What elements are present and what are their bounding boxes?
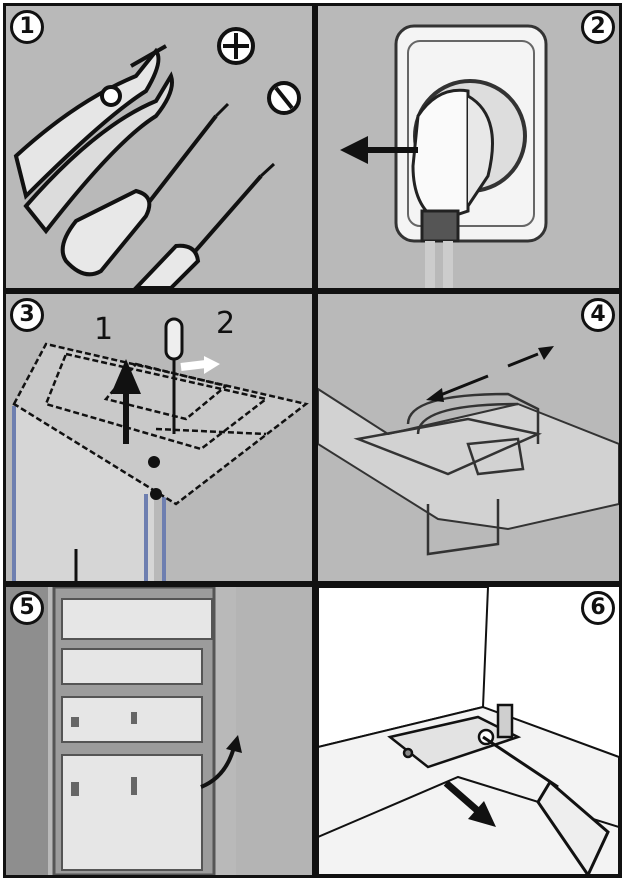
step-number-badge: 1	[10, 10, 44, 44]
step-2-panel: 2	[318, 6, 619, 288]
lift-arrow-icon	[111, 359, 141, 444]
slide-arrow-icon	[180, 356, 220, 374]
pliers-icon	[13, 44, 174, 235]
door-removal-illustration	[6, 587, 312, 875]
flat-screwdriver-icon	[133, 162, 276, 288]
step-3-panel: 3 1 2	[6, 294, 312, 581]
unplug-illustration	[340, 24, 548, 288]
screwdriver-icon	[482, 735, 610, 875]
screwdriver-icon	[164, 317, 184, 434]
phillips-screwdriver-icon	[60, 102, 230, 277]
sequence-label: 2	[216, 306, 236, 341]
step-number-badge: 5	[10, 591, 44, 625]
plug-icon	[411, 88, 494, 288]
step-number-badge: 3	[10, 298, 44, 332]
move-arrows-icon	[426, 346, 554, 402]
sequence-label: 1	[94, 312, 114, 347]
pull-arrow-icon	[443, 780, 496, 827]
hinge-removal-illustration	[12, 317, 309, 581]
step-5-panel: 5	[6, 587, 312, 875]
step-number-badge: 4	[581, 298, 615, 332]
screw-icon	[148, 456, 162, 500]
swing-arrow-icon	[200, 735, 242, 789]
tools-illustration	[13, 27, 301, 288]
hinge-bracket-icon	[387, 703, 522, 769]
phillips-screw-icon	[217, 27, 255, 65]
bottom-hinge-illustration	[318, 587, 619, 875]
step-4-panel: 4	[318, 294, 619, 581]
pull-arrow-icon	[340, 136, 418, 164]
step-1-panel: 1	[6, 6, 312, 288]
slotted-screw-icon	[267, 81, 301, 115]
panel-divider	[3, 581, 622, 587]
step-number-badge: 6	[581, 591, 615, 625]
panel-divider	[3, 288, 622, 294]
panel-divider	[312, 3, 318, 878]
step-6-panel: 6	[318, 587, 619, 875]
top-cover-illustration	[318, 346, 619, 556]
step-number-badge: 2	[581, 10, 615, 44]
